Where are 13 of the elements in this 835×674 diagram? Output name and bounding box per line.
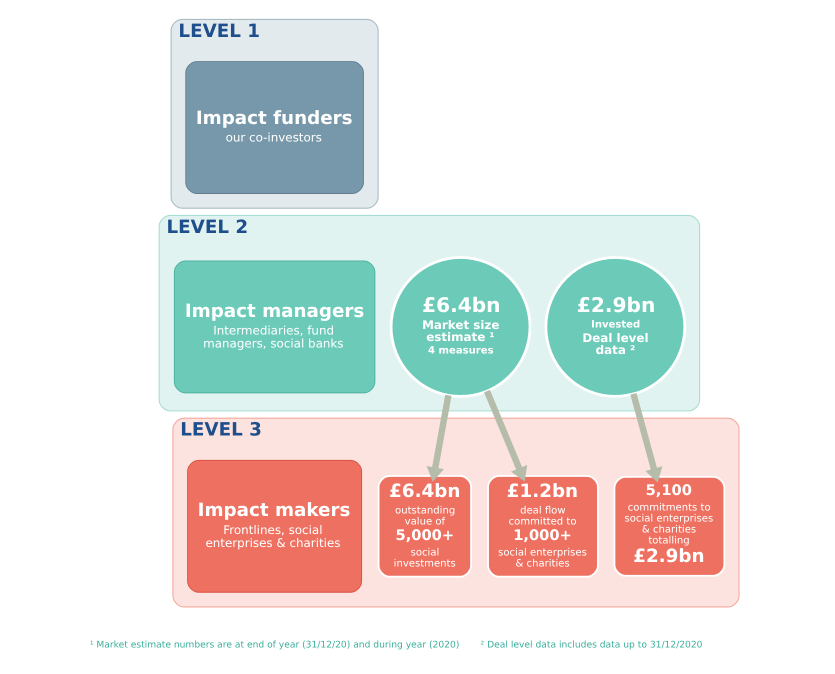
arrow (630, 393, 662, 482)
label: ² Deal level data includes data up to 31/12/2020 (480, 640, 703, 651)
node-circle: £2.9bn Invested Deal level data ² (544, 256, 686, 398)
node-circle: £6.4bn Market size estimate ¹ 4 measures (390, 256, 532, 398)
node-box: 5,100 commitments to social enterprises & charities totalling £2.9bn (614, 476, 726, 577)
arrow (484, 390, 528, 482)
node-box: £6.4bn outstanding value of 5,000+ social investments (378, 475, 472, 578)
label: ¹ Market estimate numbers are at end of year (31/12/20) and during year (2020) (90, 640, 460, 651)
arrow (426, 394, 452, 482)
node-box: Impact managers Intermediaries, fund managers, social banks (174, 260, 376, 394)
node-box: Impact funders our co-investors (185, 61, 364, 194)
node-box: Impact makers Frontlines, social enterprises & charities (187, 460, 362, 593)
node-box: £1.2bn deal flow committed to 1,000+ social enterprises & charities (487, 475, 599, 578)
